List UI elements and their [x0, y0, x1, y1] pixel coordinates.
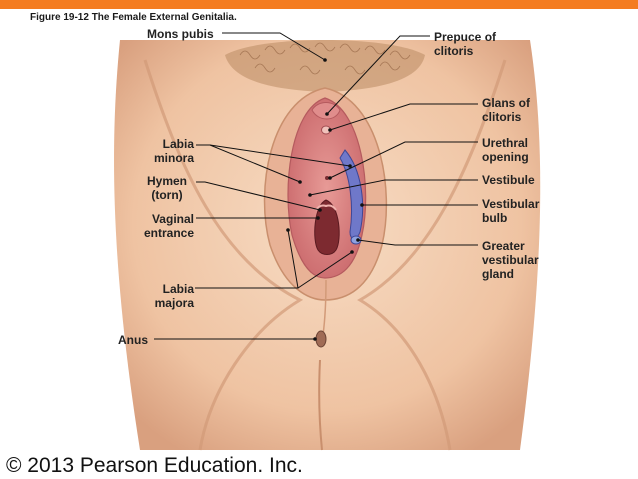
- leader-dots: [286, 58, 364, 341]
- label-hymen: Hymen (torn): [140, 174, 194, 202]
- top-accent-bar: [0, 0, 638, 9]
- label-hymen-line2: (torn): [151, 188, 183, 202]
- figure-caption: Figure 19-12 The Female External Genital…: [30, 12, 237, 23]
- right-thigh-fold: [357, 59, 507, 451]
- perineum-line: [322, 279, 327, 336]
- label-vest-bulb-line1: Vestibular: [482, 197, 540, 211]
- label-greater-line3: gland: [482, 267, 514, 281]
- label-greater-line1: Greater: [482, 239, 525, 253]
- pubic-hair: [225, 40, 425, 92]
- label-prepuce-line1: Prepuce of: [434, 30, 497, 44]
- label-urethral-line2: opening: [482, 150, 529, 164]
- label-hymen-line1: Hymen: [146, 174, 187, 188]
- label-labia-minora-line2: minora: [153, 151, 194, 165]
- labia-minora-shape: [287, 97, 367, 279]
- label-vestibule: Vestibule: [482, 173, 535, 187]
- label-labia-majora-line2: majora: [154, 296, 194, 310]
- anus-shape: [315, 330, 327, 348]
- label-prepuce-line2: clitoris: [434, 44, 474, 58]
- label-labia-minora: Labia minora: [120, 137, 194, 165]
- hair-texture: [239, 42, 411, 75]
- vaginal-entrance-shape: [314, 199, 340, 255]
- label-vaginal-line2: entrance: [143, 226, 194, 240]
- label-mons-pubis: Mons pubis: [147, 27, 214, 41]
- label-glans-line1: Glans of: [482, 96, 531, 110]
- prepuce-shape: [311, 102, 341, 120]
- label-vest-bulb-line2: bulb: [482, 211, 508, 225]
- hymen-shape: [315, 204, 337, 211]
- label-greater-line2: vestibular: [482, 253, 539, 267]
- label-prepuce-of-clitoris: Prepuce of clitoris: [434, 30, 496, 58]
- label-labia-minora-line1: Labia: [162, 137, 194, 151]
- copyright-notice: © 2013 Pearson Education. Inc.: [6, 454, 303, 477]
- label-vaginal-entrance: Vaginal entrance: [120, 212, 194, 240]
- label-greater-vestibular-gland: Greater vestibular gland: [482, 239, 539, 281]
- label-vestibular-bulb: Vestibular bulb: [482, 197, 539, 225]
- label-urethral-opening: Urethral opening: [482, 136, 529, 164]
- label-urethral-line1: Urethral: [482, 136, 529, 150]
- label-anus: Anus: [118, 333, 148, 347]
- label-glans-of-clitoris: Glans of clitoris: [482, 96, 530, 124]
- label-labia-majora-line1: Labia: [162, 282, 194, 296]
- gluteal-crease: [318, 359, 323, 451]
- leader-lines: [154, 32, 478, 340]
- label-vaginal-line1: Vaginal: [151, 212, 194, 226]
- urethral-opening-shape: [325, 176, 329, 180]
- label-glans-line2: clitoris: [482, 110, 522, 124]
- left-thigh-fold: [143, 59, 304, 451]
- label-labia-majora: Labia majora: [140, 282, 194, 310]
